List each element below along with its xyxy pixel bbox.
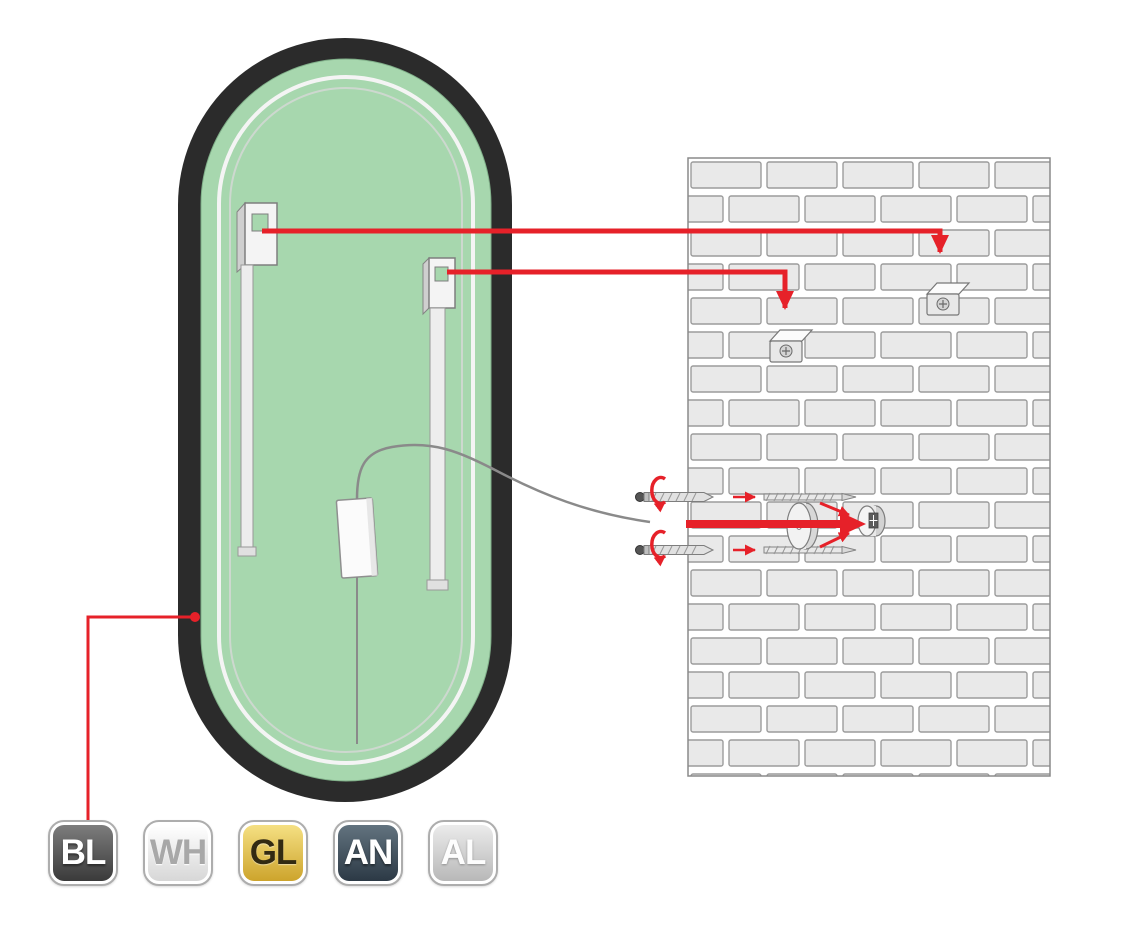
insert-arrow [686, 512, 866, 536]
finish-options: BL WH GL AN AL [48, 820, 498, 886]
hanging-bracket-right [422, 256, 456, 591]
converge-arrow-top [819, 501, 850, 517]
bracket-slot [251, 213, 269, 232]
brick-wall [687, 157, 1051, 777]
long-screw-top [763, 492, 857, 502]
converge-arrow-bottom [819, 531, 850, 549]
power-cable [355, 443, 651, 524]
bracket-rail [429, 307, 446, 581]
finish-badge-label: AL [433, 825, 493, 881]
finish-badge-label: BL [53, 825, 113, 881]
finish-badge-al: AL [428, 820, 498, 886]
screw-bottom [635, 545, 714, 555]
mirror-back-view [178, 38, 651, 802]
finish-badge-label: AN [338, 825, 398, 881]
finish-badge-gl: GL [238, 820, 308, 886]
screw-rotation-arrow-top [650, 475, 667, 513]
screw-rotation-arrow-bottom [650, 529, 667, 567]
finish-badge-label: WH [148, 825, 208, 881]
driver-box [335, 497, 379, 579]
wall-clip-left [768, 329, 814, 363]
hardware-assembly [635, 475, 886, 567]
pointer-dot [190, 612, 200, 622]
inner-frame-outline-outer [217, 75, 475, 765]
inner-frame-outline-inner [229, 87, 463, 753]
screw-top [635, 492, 714, 502]
wall-clip-right [925, 282, 971, 316]
wall-anchor [857, 505, 886, 537]
finish-badge-wh: WH [143, 820, 213, 886]
mounting-arrow-right-bracket [447, 269, 794, 310]
mounting-arrow-left-bracket [262, 228, 949, 254]
hanging-bracket-left [236, 201, 278, 557]
finish-badge-label: GL [243, 825, 303, 881]
finish-badge-bl: BL [48, 820, 118, 886]
bracket-rail [240, 264, 254, 548]
frame-color-pointer [86, 612, 200, 821]
finish-badge-an: AN [333, 820, 403, 886]
bracket-slot [434, 266, 449, 282]
